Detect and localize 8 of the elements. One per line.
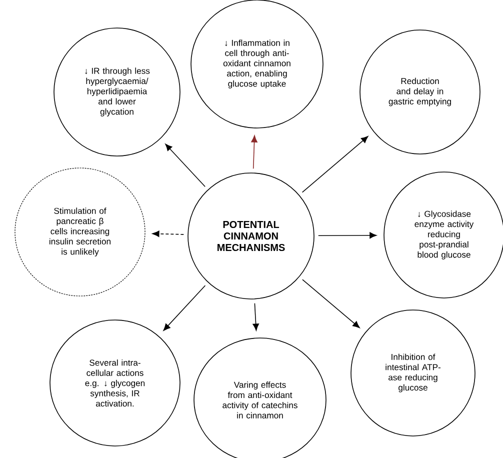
arrow bbox=[163, 285, 206, 331]
arrow bbox=[302, 279, 360, 328]
arrow bbox=[251, 135, 258, 170]
arrow bbox=[165, 144, 206, 188]
arrow bbox=[252, 302, 259, 331]
arrow bbox=[152, 230, 184, 237]
arrow bbox=[318, 232, 377, 239]
arrow bbox=[302, 136, 368, 193]
